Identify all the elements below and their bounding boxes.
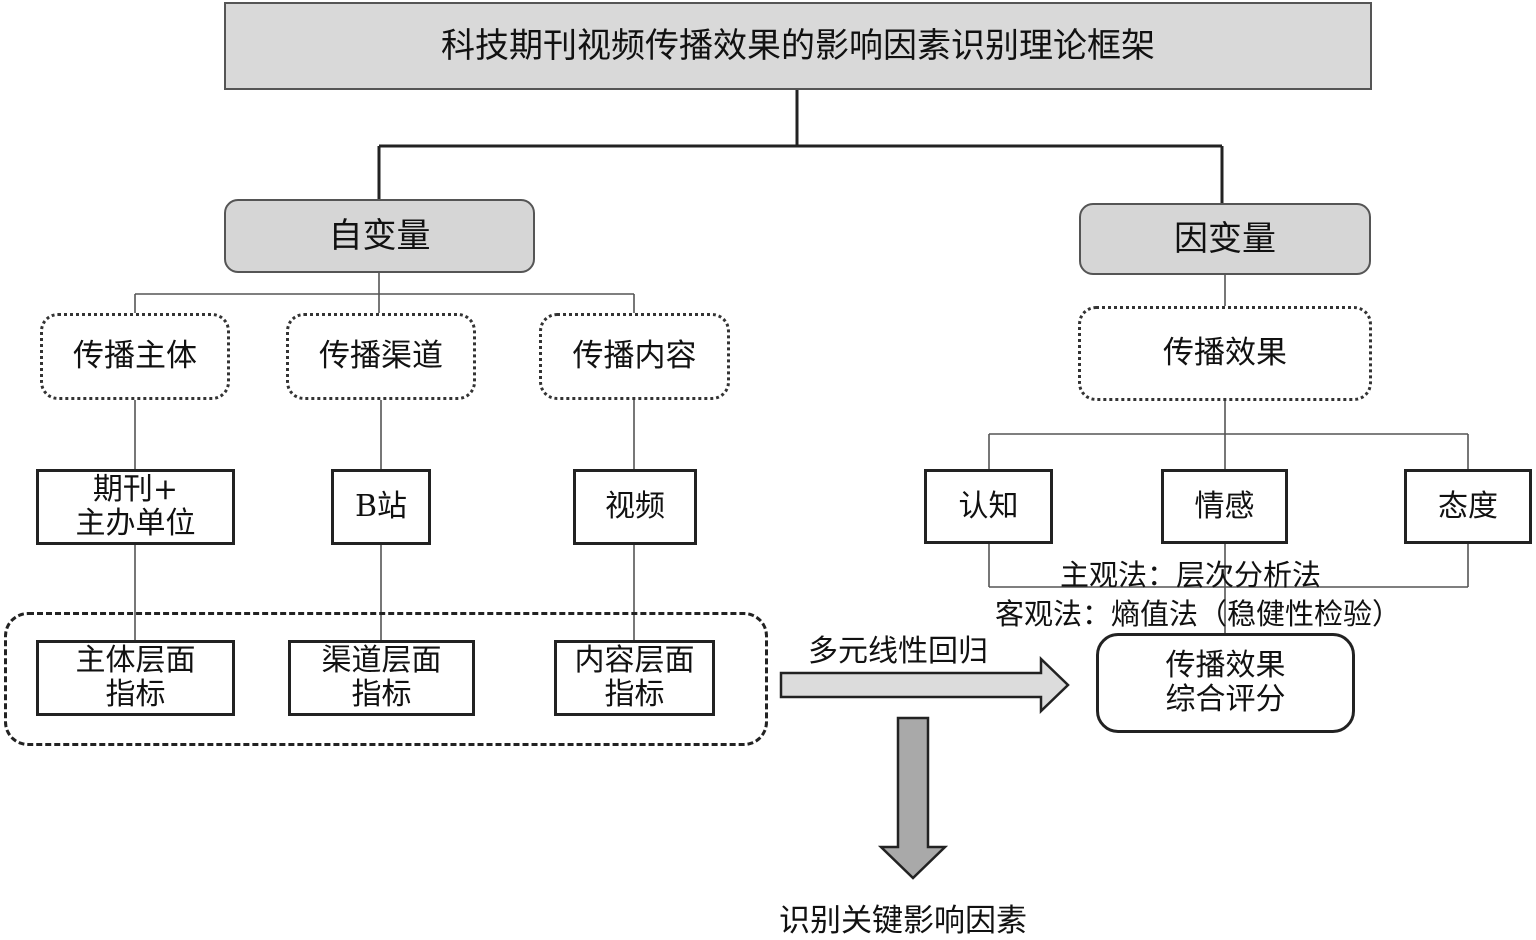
dimension-attitude: 态度 xyxy=(1404,469,1532,544)
category-content: 传播内容 xyxy=(539,313,730,400)
dimension-cognition: 认知 xyxy=(924,469,1053,544)
indicator-channel: 渠道层面 指标 xyxy=(288,640,475,716)
regression-label: 多元线性回归 xyxy=(808,634,988,669)
outcome-label: 识别关键影响因素 xyxy=(779,903,1027,939)
framework-title: 科技期刊视频传播效果的影响因素识别理论框架 xyxy=(224,2,1372,90)
dimension-emotion: 情感 xyxy=(1161,469,1288,544)
category-channel: 传播渠道 xyxy=(286,313,476,400)
regression-arrow xyxy=(779,656,1070,714)
object-video: 视频 xyxy=(573,469,697,545)
dependent-variable-header: 因变量 xyxy=(1079,203,1371,275)
indicator-content: 内容层面 指标 xyxy=(554,640,715,716)
outcome-arrow xyxy=(877,716,949,880)
object-journal-sponsor: 期刊+ 主办单位 xyxy=(36,469,235,545)
composite-score: 传播效果 综合评分 xyxy=(1096,633,1355,733)
method-objective: 客观法：熵值法（稳健性检验） xyxy=(995,597,1402,631)
indicator-group xyxy=(4,612,768,746)
object-bilibili: B站 xyxy=(331,469,431,545)
independent-variable-header: 自变量 xyxy=(224,199,535,273)
indicator-subject: 主体层面 指标 xyxy=(36,640,235,716)
method-subjective: 主观法：层次分析法 xyxy=(1060,558,1322,592)
category-subject: 传播主体 xyxy=(40,313,230,400)
category-effect: 传播效果 xyxy=(1078,306,1372,401)
